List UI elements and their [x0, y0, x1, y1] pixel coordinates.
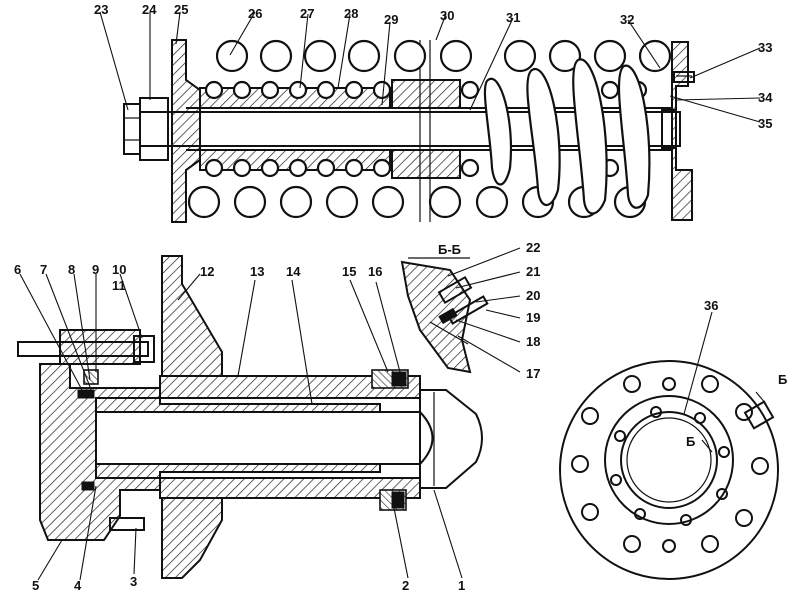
label-30: 30: [440, 8, 454, 23]
hub-bottom: [391, 149, 461, 179]
mount-bracket-bottom: [161, 497, 223, 579]
bore-end: [380, 411, 434, 465]
drain-plug: [109, 517, 145, 531]
label-23: 23: [94, 2, 108, 17]
bolt-nut: [139, 97, 169, 161]
label-8: 8: [68, 262, 75, 277]
label-27: 27: [300, 6, 314, 21]
label-4: 4: [74, 578, 82, 593]
retainer-33: [673, 71, 695, 83]
housing-left: [39, 363, 161, 541]
flange-bolt-holes: [571, 375, 769, 553]
label-28: 28: [344, 6, 358, 21]
label-36: 36: [704, 298, 718, 313]
label-34: 34: [758, 90, 773, 105]
label-33: 33: [758, 40, 772, 55]
label-21: 21: [526, 264, 540, 279]
seal-8: [77, 389, 95, 399]
long-bolt-head: [133, 335, 155, 363]
label-5: 5: [32, 578, 39, 593]
label-19: 19: [526, 310, 540, 325]
label-22: 22: [526, 240, 540, 255]
label-18: 18: [526, 334, 540, 349]
outer-spring-top: [215, 39, 672, 73]
bolt-nut-washer: [123, 103, 141, 155]
end-cap: [419, 389, 483, 489]
bb-pin: [447, 295, 489, 325]
label-31: 31: [506, 10, 520, 25]
label-15: 15: [342, 264, 356, 279]
section-mark-inner: Б: [686, 434, 695, 449]
label-16: 16: [368, 264, 382, 279]
inner-bolt-circle: [610, 406, 730, 526]
label-7: 7: [40, 262, 47, 277]
label-26: 26: [248, 6, 262, 21]
bb-screw: [437, 275, 473, 305]
label-13: 13: [250, 264, 264, 279]
label-11: 11: [112, 278, 126, 293]
label-14: 14: [286, 264, 301, 279]
long-bolt: [17, 341, 149, 357]
spring-assembly-view: [123, 39, 695, 223]
bb-washer: [438, 307, 458, 325]
label-12: 12: [200, 264, 214, 279]
flange-outer: [559, 360, 779, 580]
label-29: 29: [384, 12, 398, 27]
visible-spring-coils: [483, 58, 651, 215]
label-1: 1: [458, 578, 465, 593]
flange-bore: [620, 411, 718, 509]
label-20: 20: [526, 288, 540, 303]
label-10: 10: [112, 262, 126, 277]
piston-top: [95, 397, 381, 413]
outer-tube-bottom: [159, 477, 421, 499]
label-24: 24: [142, 2, 157, 17]
outer-spring-bottom: [187, 185, 647, 219]
callout-labels: 23 24 25 26 27 28 29 30 31 32 33 34 35 6…: [14, 2, 787, 593]
cylinder-section-view: [17, 255, 483, 579]
label-32: 32: [620, 12, 634, 27]
section-mark-arrow: Б: [778, 372, 787, 387]
label-2: 2: [402, 578, 409, 593]
label-6: 6: [14, 262, 21, 277]
flange-lug: [59, 329, 141, 365]
seal-4: [81, 481, 95, 491]
end-bracket-right: [671, 41, 693, 221]
flange-ring: [604, 395, 734, 525]
bb-body: [400, 260, 472, 374]
section-title-bb: Б-Б: [438, 242, 461, 257]
piston-bottom: [95, 463, 381, 479]
mount-bracket-top: [161, 255, 223, 377]
label-9: 9: [92, 262, 99, 277]
label-3: 3: [130, 574, 137, 589]
flange-face-view: [559, 360, 779, 580]
bolt-end: [661, 109, 677, 149]
leader-lines: [19, 11, 767, 581]
label-25: 25: [174, 2, 188, 17]
label-35: 35: [758, 116, 772, 131]
section-bb-detail: [400, 260, 489, 374]
label-17: 17: [526, 366, 540, 381]
hub-top: [391, 79, 461, 109]
